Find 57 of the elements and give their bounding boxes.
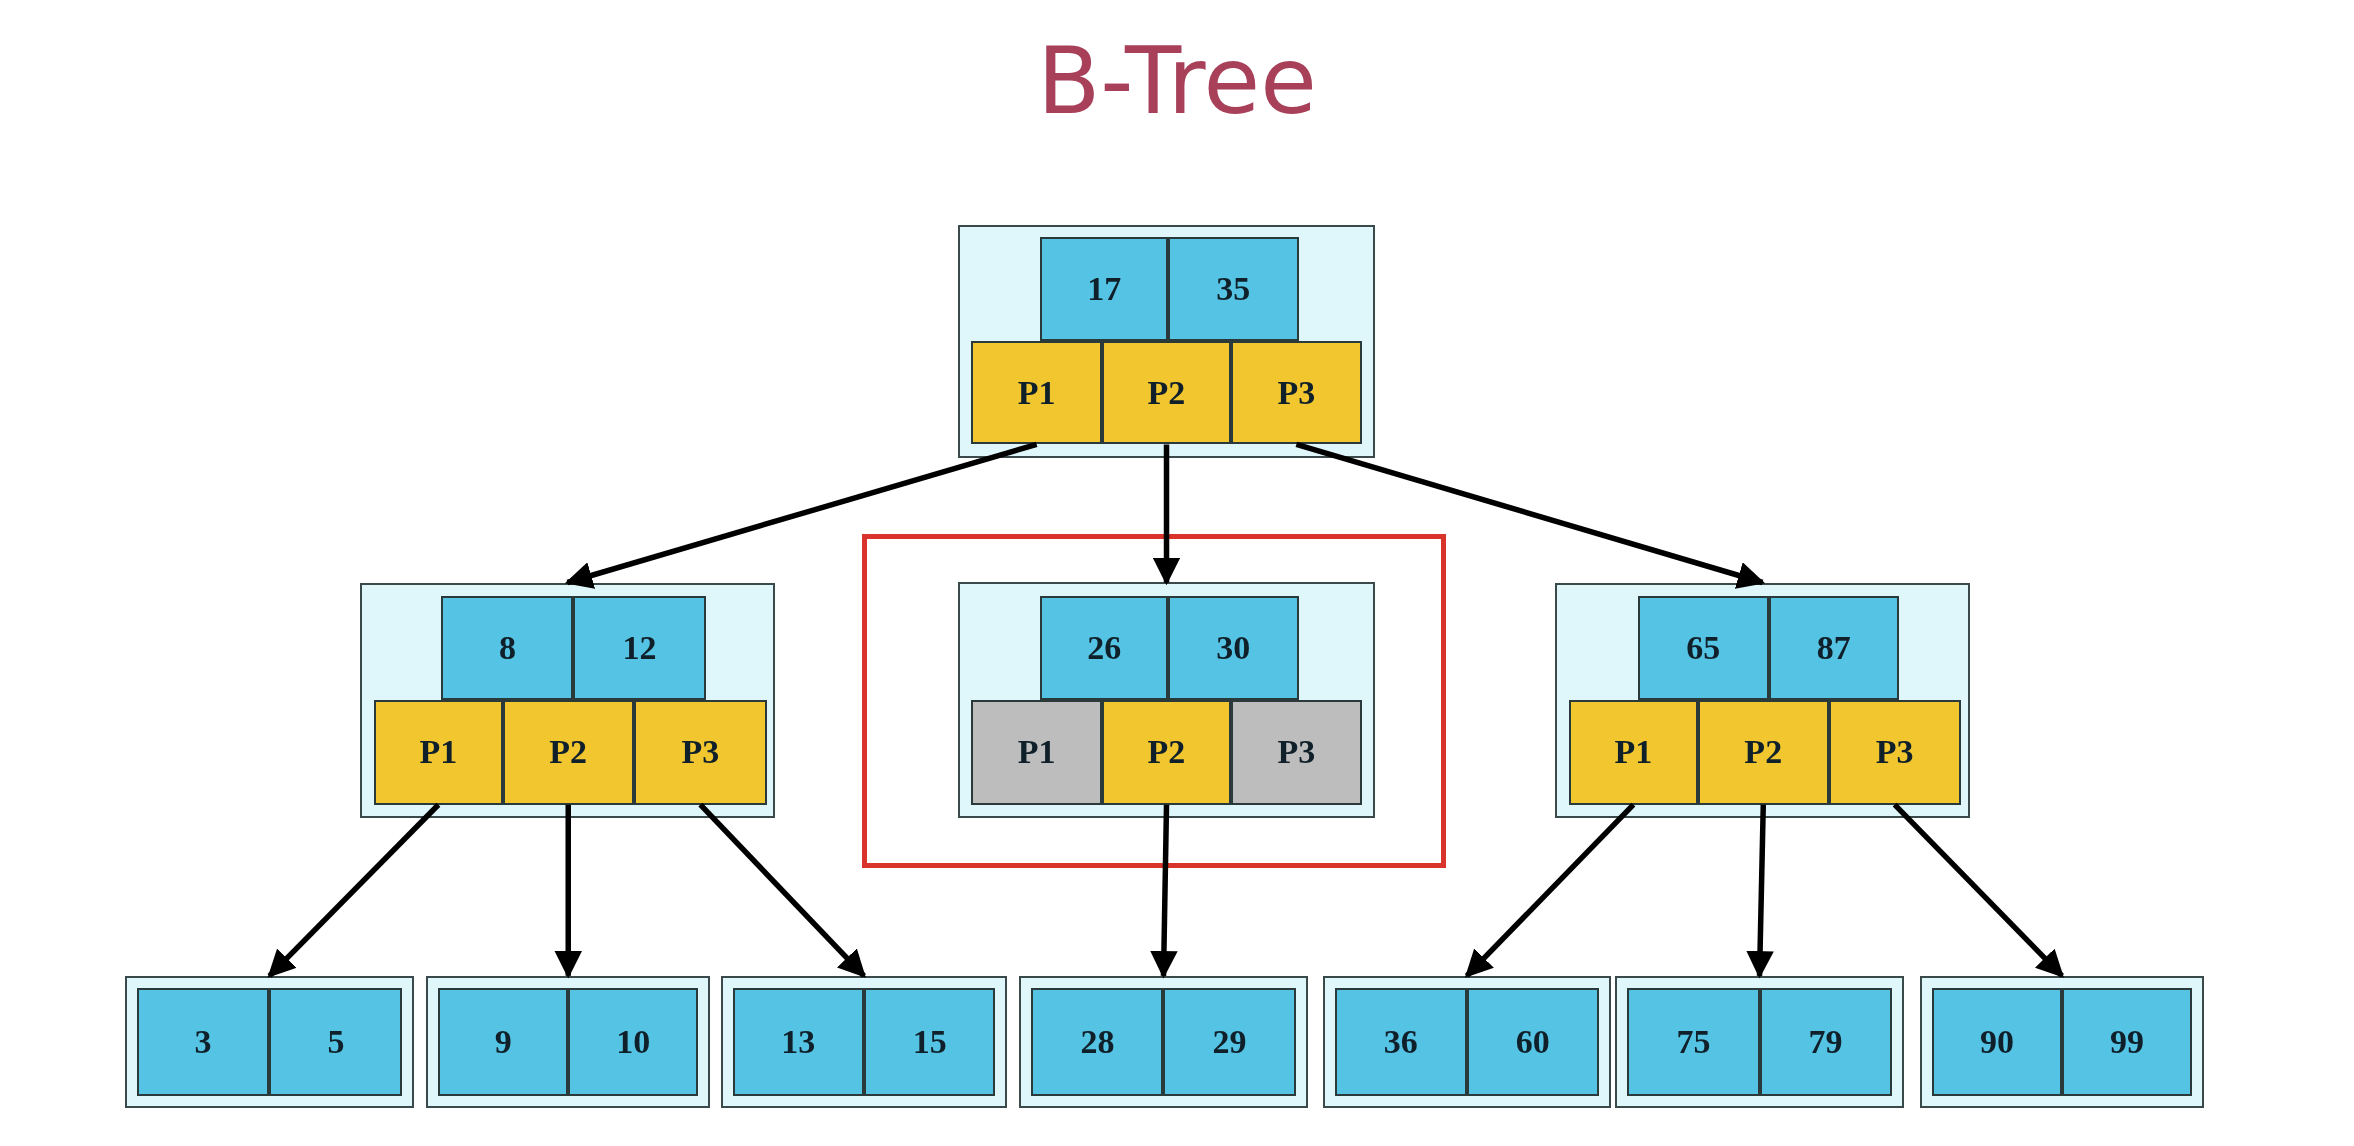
tree-node-box (1322, 975, 1611, 1108)
key-cell: 26 (1040, 596, 1168, 700)
tree-node-box (360, 582, 775, 819)
arrow (1746, 804, 1774, 979)
pointer-cell: P3 (1231, 699, 1362, 805)
tree-node-box (957, 225, 1376, 458)
key-cell: 13 (732, 987, 864, 1096)
key-cell: 90 (1932, 987, 2062, 1096)
tree-node-box (1615, 975, 1904, 1108)
tree-node-box (720, 975, 1008, 1108)
key-cell: 8 (441, 596, 574, 700)
key-cell: 65 (1637, 596, 1769, 700)
arrow (554, 804, 582, 979)
arrow (1464, 802, 1636, 978)
pointer-cell: P1 (373, 699, 503, 805)
key-cell: 87 (1768, 596, 1900, 700)
key-cell: 9 (438, 987, 569, 1096)
pointer-cell: P2 (1697, 699, 1829, 805)
title: B-Tree (1037, 28, 1317, 135)
key-cell: 79 (1759, 987, 1892, 1096)
key-cell: 99 (2062, 987, 2192, 1096)
highlight-frame (861, 534, 1446, 868)
arrow (698, 802, 866, 978)
tree-node-box (124, 975, 415, 1108)
key-cell: 5 (269, 987, 403, 1096)
tree-node-box (957, 582, 1376, 819)
tree-node-box (426, 975, 711, 1108)
pointer-cell: P3 (633, 699, 768, 805)
key-cell: 35 (1168, 237, 1299, 341)
pointer-cell: P1 (971, 340, 1102, 445)
key-cell: 30 (1168, 596, 1299, 700)
key-cell: 36 (1334, 987, 1467, 1096)
arrow (267, 802, 441, 978)
pointer-cell: P2 (1101, 340, 1232, 445)
pointer-cell: P3 (1828, 699, 1961, 805)
key-cell: 28 (1031, 987, 1164, 1096)
pointer-cell: P2 (1101, 699, 1232, 805)
arrow (1892, 802, 2064, 978)
arrow (1152, 444, 1181, 586)
pointer-cell: P1 (1568, 699, 1698, 805)
key-cell: 29 (1163, 987, 1296, 1096)
key-cell: 15 (863, 987, 996, 1096)
pointer-cell: P3 (1231, 340, 1362, 445)
key-cell: 10 (568, 987, 699, 1096)
key-cell: 60 (1466, 987, 1599, 1096)
tree-node-box (1019, 975, 1308, 1108)
key-cell: 75 (1627, 987, 1760, 1096)
key-cell: 12 (573, 596, 706, 700)
arrow (1150, 804, 1178, 979)
pointer-cell: P1 (971, 699, 1102, 805)
key-cell: 3 (136, 987, 270, 1096)
key-cell: 17 (1040, 237, 1168, 341)
tree-node-box (1555, 582, 1970, 819)
arrow (1295, 441, 1766, 589)
pointer-cell: P2 (502, 699, 634, 805)
tree-node-box (1920, 975, 2204, 1108)
arrow (564, 441, 1038, 589)
